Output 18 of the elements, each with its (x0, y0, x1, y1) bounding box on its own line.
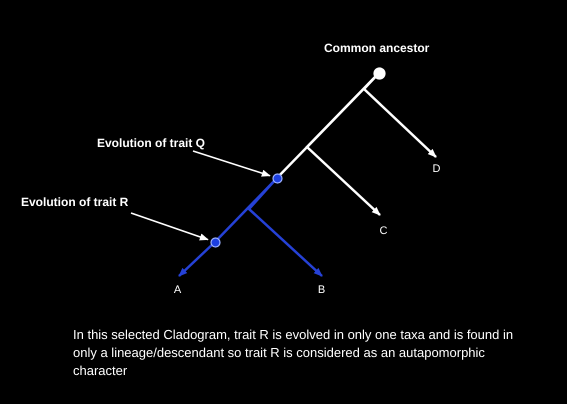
callout-label: Evolution of trait Q (97, 136, 205, 150)
branch-arrow (247, 180, 323, 277)
ancestor-dot (372, 66, 386, 80)
branch-arrow (178, 244, 213, 277)
taxon-label: D (430, 163, 443, 176)
taxon-label: A (171, 284, 184, 297)
branch-line (279, 76, 376, 176)
taxon-label: B (315, 284, 328, 297)
leader-arrow (130, 212, 209, 240)
callout-label: Evolution of trait R (21, 195, 128, 209)
trait-marker-dot (210, 236, 220, 248)
taxon-label: C (377, 225, 390, 238)
node-label: Common ancestor (324, 41, 430, 55)
branch-arrow (362, 76, 437, 158)
trait-marker-dot (272, 172, 282, 184)
branch-line (217, 180, 275, 240)
leader-arrow (192, 150, 271, 177)
caption-text: In this selected Cladogram, trait R is evolved in only one taxa and is found in only a lineage/descendant so trait R is considered as an autapomorphic character (73, 326, 514, 380)
